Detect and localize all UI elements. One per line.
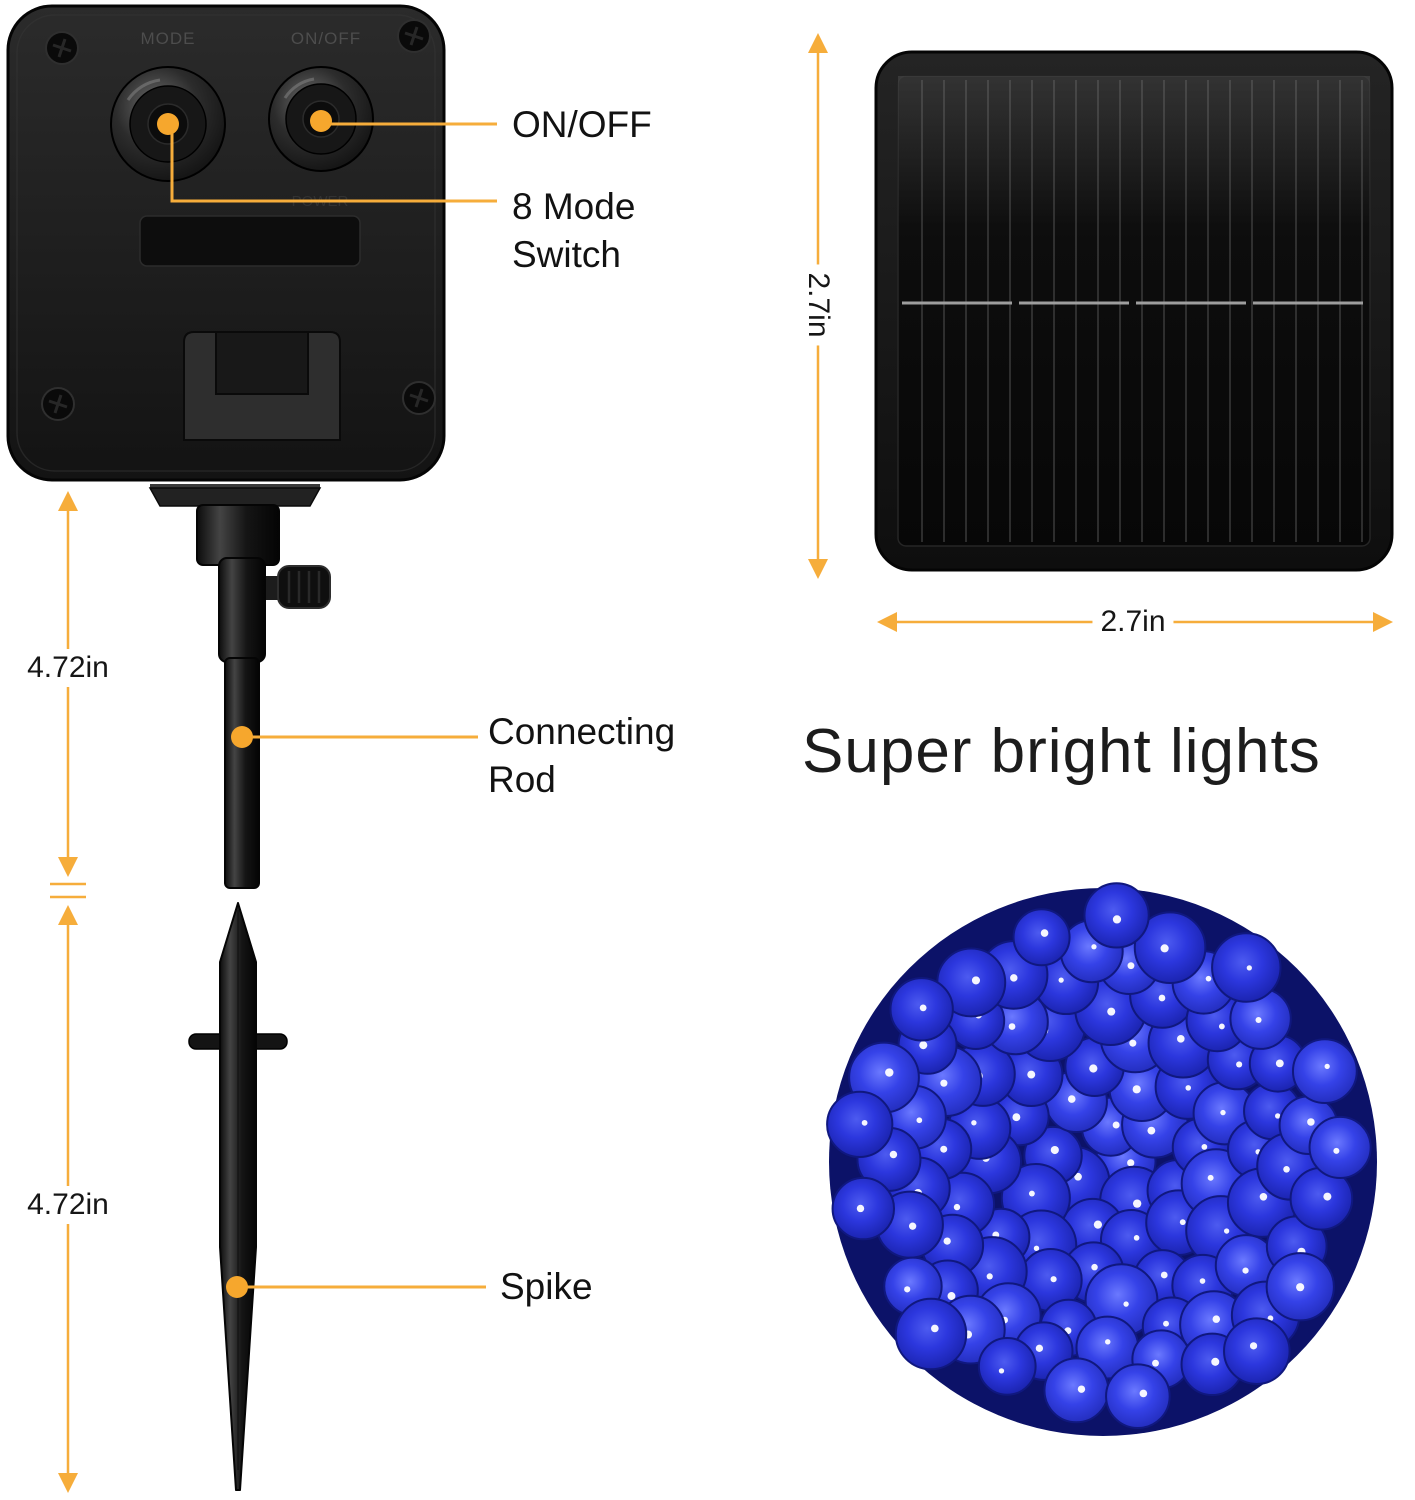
rod-dot bbox=[231, 726, 253, 748]
headline: Super bright lights bbox=[802, 717, 1321, 786]
callout-leaders bbox=[170, 122, 497, 1289]
mode-switch-callout-label: 8 Mode Switch bbox=[512, 183, 635, 279]
screw-bottom-left bbox=[41, 387, 75, 421]
mode-switch-leader bbox=[170, 132, 497, 203]
device-mode-text: MODE bbox=[141, 29, 196, 48]
solar-controller-back: MODE ON/OFF POWER bbox=[6, 4, 446, 482]
rod-length-dimension: 4.72in bbox=[19, 649, 117, 687]
mounting-bracket bbox=[148, 484, 331, 609]
led-bundle bbox=[826, 882, 1372, 1430]
mode-switch-line1: 8 Mode bbox=[512, 186, 636, 227]
spike-graphic bbox=[188, 902, 288, 1491]
thumbscrew-knob bbox=[277, 565, 331, 609]
mode-knob-dot bbox=[157, 113, 179, 135]
mounting-slot bbox=[183, 331, 341, 441]
panel-width-dimension: 2.7in bbox=[1092, 603, 1174, 641]
callout-dots bbox=[157, 110, 332, 1298]
battery-compartment bbox=[139, 215, 361, 267]
onoff-knob-dot bbox=[310, 110, 332, 132]
solar-panel-front bbox=[874, 50, 1394, 572]
connecting-rod-graphic bbox=[218, 557, 266, 889]
controller-housing-edge bbox=[16, 14, 436, 472]
screw-bottom-right bbox=[402, 381, 436, 415]
device-onoff-text: ON/OFF bbox=[291, 29, 361, 48]
mode-switch-line2: Switch bbox=[512, 234, 621, 275]
spike-length-dimension: 4.72in bbox=[19, 1186, 117, 1224]
spike-dot bbox=[226, 1276, 248, 1298]
connecting-rod-line2: Rod bbox=[488, 759, 556, 800]
spike-callout-label: Spike bbox=[500, 1266, 593, 1307]
panel-height-dimension: 2.7in bbox=[799, 264, 837, 346]
onoff-callout-label: ON/OFF bbox=[512, 104, 652, 145]
panel-reflection bbox=[898, 76, 1370, 226]
screw-top-right bbox=[397, 19, 431, 53]
connecting-rod-callout-label: Connecting Rod bbox=[488, 708, 675, 804]
screw-top-left bbox=[45, 31, 79, 65]
connecting-rod-line1: Connecting bbox=[488, 711, 676, 752]
